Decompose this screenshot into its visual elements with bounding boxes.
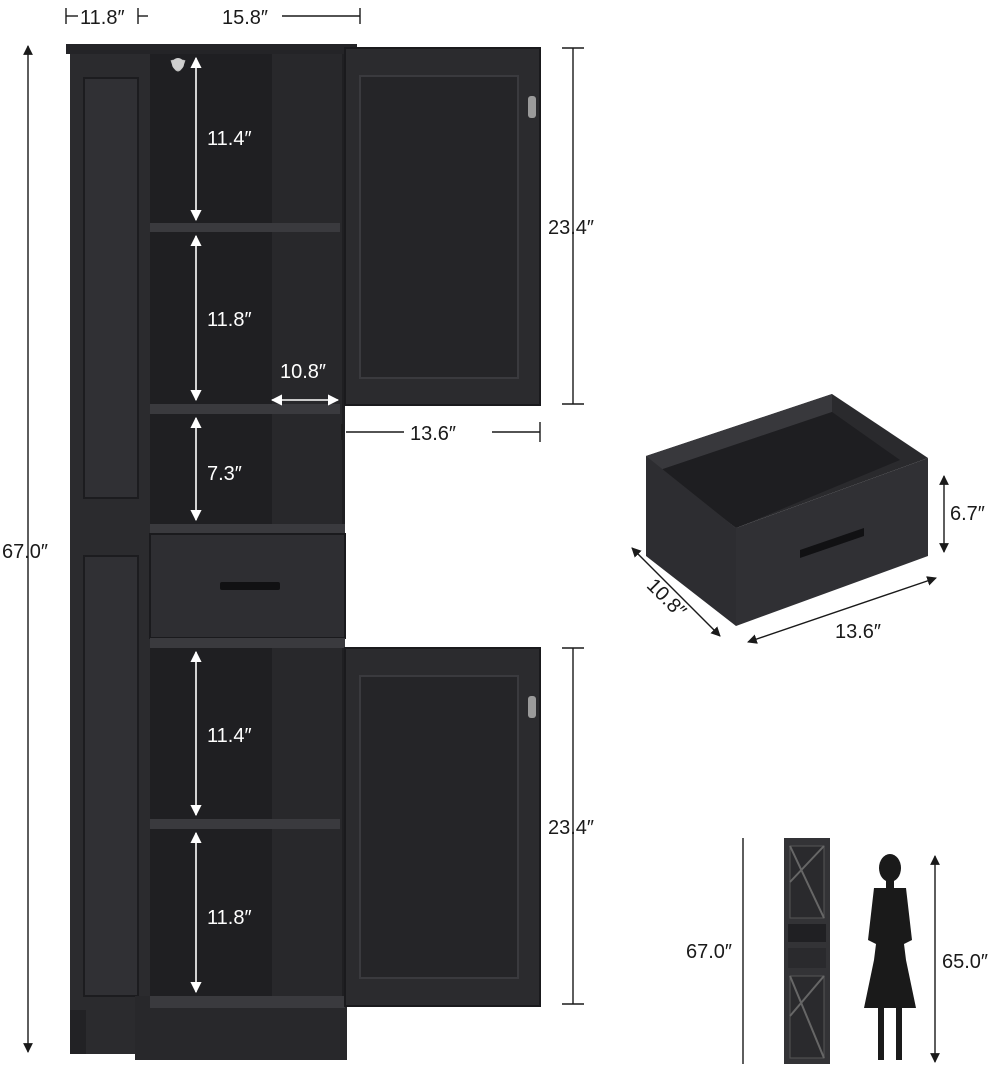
shelf	[150, 524, 345, 534]
door-hinge-icon	[528, 696, 536, 718]
drawer-handle	[800, 528, 864, 558]
shelf	[150, 404, 340, 414]
drawer-illustration	[646, 394, 928, 626]
cabinet-illustration	[66, 44, 541, 1060]
shelf	[150, 223, 340, 232]
bottom-shelf-1-label: 11.4″	[207, 725, 252, 747]
bottom-shelf-2-label: 11.8″	[207, 907, 252, 929]
comparison-person-height-label: 65.0″	[942, 951, 988, 973]
door-hinge-icon	[528, 96, 536, 118]
upper-door-height-label: 23.4″	[548, 217, 594, 239]
top-dimension-lines	[65, 8, 361, 24]
depth-label: 11.8″	[80, 7, 125, 29]
drawer-depth-line	[631, 547, 721, 637]
inner-width-label: 13.6″	[410, 423, 456, 445]
drawer-handle	[220, 582, 280, 590]
drawer-width-label: 13.6″	[835, 621, 881, 643]
drawer-height-label: 6.7″	[950, 503, 985, 525]
open-shelf-label: 7.3″	[207, 463, 242, 485]
total-height-label: 67.0″	[2, 541, 48, 563]
drawer-width-line	[747, 576, 937, 644]
inner-depth-label: 10.8″	[280, 361, 326, 383]
top-shelf-2-label: 11.8″	[207, 309, 252, 331]
width-label: 15.8″	[222, 7, 268, 29]
top-shelf-1-label: 11.4″	[207, 128, 252, 150]
comparison-cabinet-height-label: 67.0″	[686, 941, 732, 963]
size-comparison	[784, 838, 916, 1064]
person-silhouette-icon	[864, 854, 916, 1060]
lower-door-height-label: 23.4″	[548, 817, 594, 839]
shelf	[150, 819, 340, 829]
cabinet-top-board	[66, 44, 357, 54]
